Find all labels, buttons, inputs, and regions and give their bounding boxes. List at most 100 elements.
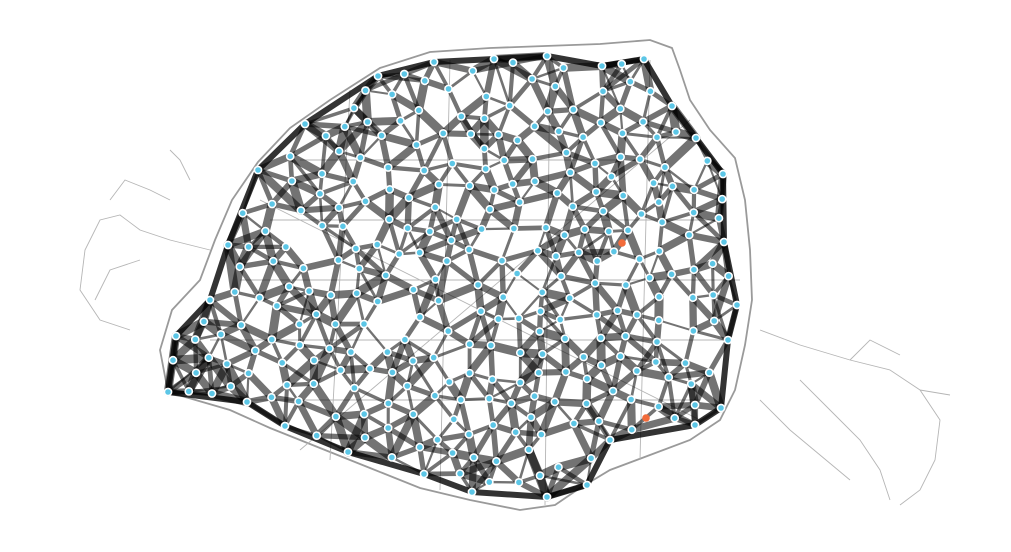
station-node[interactable] bbox=[317, 221, 327, 231]
station-node[interactable] bbox=[298, 263, 308, 273]
station-node[interactable] bbox=[315, 189, 325, 199]
station-node[interactable] bbox=[348, 177, 358, 186]
station-node[interactable] bbox=[649, 178, 658, 188]
station-node[interactable] bbox=[465, 181, 475, 191]
station-node[interactable] bbox=[686, 379, 696, 389]
station-node[interactable] bbox=[295, 319, 304, 329]
station-node[interactable] bbox=[542, 492, 552, 502]
station-node[interactable] bbox=[191, 368, 201, 378]
station-node[interactable] bbox=[372, 240, 382, 249]
station-node[interactable] bbox=[568, 202, 578, 211]
station-node[interactable] bbox=[626, 395, 636, 404]
station-node[interactable] bbox=[222, 359, 232, 369]
station-node[interactable] bbox=[373, 71, 383, 81]
station-node[interactable] bbox=[190, 335, 200, 344]
station-node[interactable] bbox=[497, 256, 507, 266]
station-node[interactable] bbox=[238, 208, 248, 218]
station-node[interactable] bbox=[616, 351, 625, 361]
station-node[interactable] bbox=[430, 202, 440, 212]
station-node[interactable] bbox=[488, 420, 498, 430]
station-node[interactable] bbox=[594, 416, 604, 426]
station-node[interactable] bbox=[456, 112, 466, 121]
station-node[interactable] bbox=[163, 387, 173, 397]
station-node[interactable] bbox=[415, 442, 425, 452]
station-node[interactable] bbox=[242, 397, 252, 407]
station-node[interactable] bbox=[282, 380, 292, 390]
station-node[interactable] bbox=[452, 214, 462, 224]
station-node[interactable] bbox=[349, 383, 359, 393]
station-node[interactable] bbox=[604, 226, 614, 236]
station-node[interactable] bbox=[511, 427, 521, 437]
station-node[interactable] bbox=[541, 223, 551, 233]
station-node[interactable] bbox=[205, 295, 215, 305]
station-node[interactable] bbox=[226, 381, 236, 391]
station-node[interactable] bbox=[473, 280, 483, 290]
station-node[interactable] bbox=[387, 90, 397, 99]
station-node[interactable] bbox=[361, 196, 370, 206]
station-node[interactable] bbox=[537, 287, 547, 297]
station-node[interactable] bbox=[578, 132, 588, 142]
station-node[interactable] bbox=[268, 256, 278, 266]
station-node[interactable] bbox=[508, 58, 518, 67]
station-node[interactable] bbox=[484, 477, 494, 487]
station-node[interactable] bbox=[383, 398, 393, 408]
station-node[interactable] bbox=[530, 176, 540, 186]
station-node[interactable] bbox=[538, 349, 547, 359]
station-node[interactable] bbox=[638, 117, 648, 127]
station-node[interactable] bbox=[660, 162, 670, 172]
station-node[interactable] bbox=[355, 153, 365, 163]
station-node[interactable] bbox=[639, 54, 649, 64]
station-node[interactable] bbox=[568, 105, 578, 114]
station-node[interactable] bbox=[607, 172, 616, 181]
station-node[interactable] bbox=[489, 185, 499, 195]
station-node[interactable] bbox=[184, 386, 194, 396]
station-node[interactable] bbox=[334, 146, 344, 156]
station-node[interactable] bbox=[582, 480, 592, 490]
station-node[interactable] bbox=[543, 107, 553, 116]
station-node[interactable] bbox=[280, 421, 290, 431]
station-node[interactable] bbox=[512, 269, 522, 278]
station-node[interactable] bbox=[605, 435, 615, 445]
station-node[interactable] bbox=[723, 335, 733, 345]
station-node[interactable] bbox=[691, 133, 701, 143]
station-node[interactable] bbox=[349, 103, 359, 113]
station-node[interactable] bbox=[363, 117, 372, 127]
station-node[interactable] bbox=[466, 129, 476, 139]
station-node[interactable] bbox=[668, 181, 677, 191]
station-node[interactable] bbox=[562, 148, 571, 157]
station-node[interactable] bbox=[359, 319, 369, 329]
station-node[interactable] bbox=[300, 119, 310, 129]
station-node[interactable] bbox=[360, 433, 370, 442]
station-node[interactable] bbox=[684, 230, 694, 240]
station-node[interactable] bbox=[487, 375, 497, 384]
station-node[interactable] bbox=[260, 226, 270, 236]
station-node[interactable] bbox=[632, 366, 642, 376]
station-node[interactable] bbox=[481, 164, 491, 174]
station-node[interactable] bbox=[489, 54, 499, 64]
station-node[interactable] bbox=[718, 169, 728, 179]
station-node[interactable] bbox=[491, 456, 501, 466]
station-node[interactable] bbox=[444, 377, 454, 387]
station-node[interactable] bbox=[499, 155, 509, 165]
station-node[interactable] bbox=[486, 340, 496, 350]
station-node[interactable] bbox=[654, 292, 664, 302]
station-node[interactable] bbox=[236, 320, 246, 330]
station-node[interactable] bbox=[429, 57, 439, 67]
station-node[interactable] bbox=[365, 364, 375, 374]
station-node[interactable] bbox=[559, 63, 568, 73]
station-node[interactable] bbox=[438, 128, 448, 138]
station-node[interactable] bbox=[244, 242, 253, 252]
station-node[interactable] bbox=[533, 246, 543, 256]
station-node[interactable] bbox=[550, 397, 560, 407]
station-node[interactable] bbox=[596, 360, 606, 370]
station-node[interactable] bbox=[433, 435, 442, 445]
station-node[interactable] bbox=[385, 184, 395, 194]
station-node[interactable] bbox=[689, 265, 699, 275]
station-node[interactable] bbox=[702, 156, 712, 166]
station-node[interactable] bbox=[506, 398, 516, 408]
station-node[interactable] bbox=[515, 197, 524, 207]
station-node[interactable] bbox=[267, 335, 277, 344]
station-node[interactable] bbox=[434, 180, 444, 189]
station-node[interactable] bbox=[689, 185, 699, 195]
station-node[interactable] bbox=[618, 128, 627, 138]
